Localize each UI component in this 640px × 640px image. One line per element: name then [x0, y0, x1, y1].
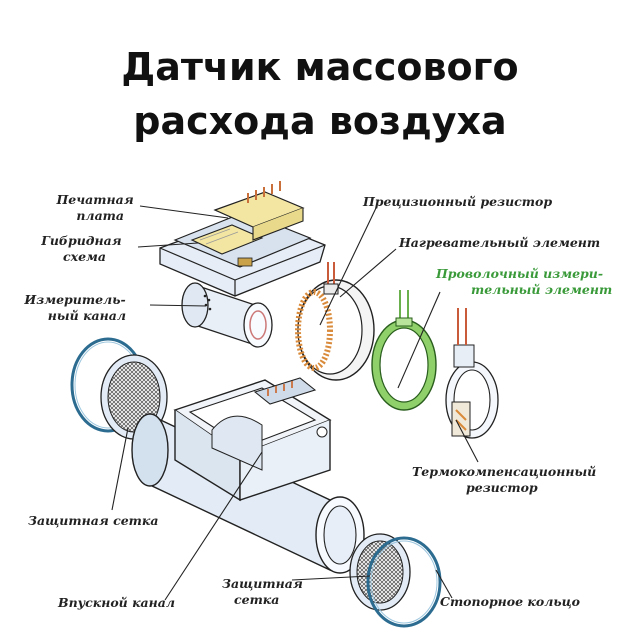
- label-wire-element-l1: Проволочный измери-: [435, 266, 603, 281]
- label-thermo-resistor-l1: Термокомпенсационный: [412, 464, 596, 479]
- title-line-1: Датчик массового: [121, 45, 519, 89]
- label-protective-mesh-left: Защитная сетка: [28, 513, 158, 528]
- label-precision-resistor: Прецизионный резистор: [362, 194, 552, 209]
- bottom-protective-mesh: [349, 533, 411, 611]
- label-heating-element: Нагревательный элемент: [398, 235, 600, 250]
- precision-resistor-ring: [295, 262, 375, 381]
- label-thermo-resistor-l2: резистор: [466, 480, 538, 495]
- thermo-resistor-ring: [445, 308, 499, 439]
- title-line-2: расхода воздуха: [133, 99, 507, 143]
- page-title: Датчик массового расхода воздуха: [0, 40, 640, 148]
- label-wire-element: Проволочный измери- тельный элемент: [435, 266, 612, 297]
- label-measuring-channel: Измеритель- ный канал: [23, 292, 130, 323]
- label-protective-mesh-bottom-l2: сетка: [234, 592, 279, 607]
- label-intake-channel: Впускной канал: [57, 595, 175, 610]
- label-hybrid-circuit-l1: Гибридная: [40, 233, 121, 248]
- label-thermo-resistor: Термокомпенсационный резистор: [412, 464, 601, 495]
- label-measuring-channel-l1: Измеритель-: [23, 292, 125, 307]
- label-protective-mesh-bottom-l1: Защитная: [222, 576, 303, 591]
- label-measuring-channel-l2: ный канал: [48, 308, 126, 323]
- heating-element-ring: [371, 290, 437, 411]
- circuit-board-assembly: [159, 181, 326, 348]
- label-hybrid-circuit: Гибридная схема: [40, 233, 126, 264]
- label-circuit-board-l1: Печатная: [55, 192, 133, 207]
- measuring-channel: [181, 282, 273, 348]
- label-circuit-board-l2: плата: [76, 208, 124, 223]
- label-wire-element-l2: тельный элемент: [471, 282, 612, 297]
- label-hybrid-circuit-l2: схема: [63, 249, 106, 264]
- label-protective-mesh-bottom: Защитная сетка: [222, 576, 307, 607]
- label-retaining-ring: Стопорное кольцо: [440, 594, 580, 609]
- leader-lines: [111, 205, 479, 601]
- intake-channel-housing: [131, 377, 365, 574]
- bottom-retaining-ring: [366, 536, 442, 628]
- diagram-labels: Печатная плата Гибридная схема Измерител…: [23, 192, 612, 610]
- label-circuit-board: Печатная плата: [55, 192, 138, 223]
